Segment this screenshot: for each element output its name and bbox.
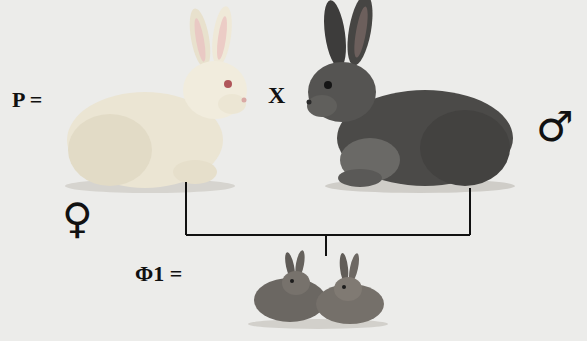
rabbit-muzzle — [307, 95, 337, 117]
rabbit-haunch — [68, 114, 152, 186]
offspring-rabbits — [248, 250, 388, 329]
rabbit-head — [282, 271, 310, 295]
rabbit-eye — [324, 81, 332, 89]
rabbit-ear — [209, 5, 235, 67]
rabbit-head — [308, 62, 376, 122]
rabbit-foot — [338, 169, 382, 187]
rabbit-nose — [307, 100, 312, 105]
generation-label: Φ1 = — [135, 262, 182, 286]
rabbit-eye — [224, 80, 232, 88]
rabbit-ear — [343, 0, 377, 67]
cross-bracket — [186, 182, 470, 256]
female-symbol: ♀ — [62, 196, 93, 242]
grey-rabbit — [307, 0, 516, 193]
bracket-line — [325, 235, 327, 256]
rabbit-eye — [342, 285, 346, 289]
cross-symbol: X — [268, 82, 285, 108]
rabbit-ear-inner — [192, 18, 208, 63]
rabbit-ear — [186, 7, 214, 69]
rabbit-head — [334, 277, 362, 301]
rabbit-ear-inner — [215, 16, 229, 61]
rabbit-ear-inner — [352, 6, 371, 59]
rabbit-nose — [242, 98, 247, 103]
bracket-line — [185, 182, 187, 235]
bracket-line — [469, 188, 471, 235]
rabbit-foot — [173, 160, 217, 184]
rabbit-eye — [290, 279, 294, 283]
generation-label: P = — [12, 88, 42, 112]
rabbit-muzzle — [218, 94, 246, 114]
rabbit-ear — [320, 0, 349, 69]
bracket-line — [186, 234, 470, 236]
white-rabbit — [65, 5, 247, 193]
rabbit-haunch — [420, 110, 510, 186]
male-symbol: ♂ — [536, 104, 574, 150]
rabbit-head — [183, 61, 247, 119]
